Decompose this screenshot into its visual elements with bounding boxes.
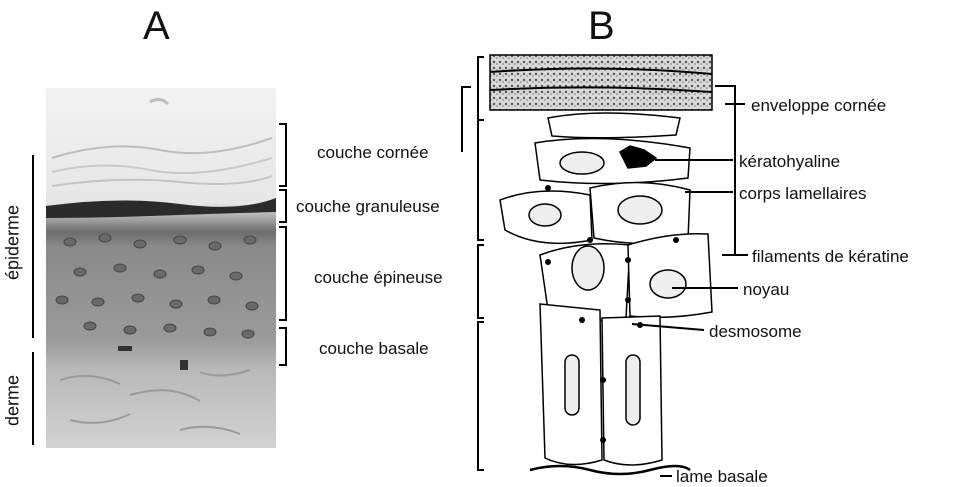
label-derme: derme [3,366,24,436]
label-couche-epineuse: couche épineuse [314,268,443,288]
label-lame-basale: lame basale [676,467,768,487]
label-corps-lamellaires: corps lamellaires [739,184,867,204]
label-couche-cornee: couche cornée [317,143,429,163]
label-couche-basale: couche basale [319,339,429,359]
label-filaments-keratine: filaments de kératine [752,247,909,267]
histology-image [46,88,276,448]
label-desmosome: desmosome [709,322,802,342]
label-epiderme: épiderme [3,203,24,283]
label-couche-granuleuse: couche granuleuse [296,197,440,217]
label-enveloppe-cornee: enveloppe cornée [751,96,886,116]
label-noyau: noyau [743,280,789,300]
cell-schematic [490,55,712,474]
layer-brackets-b [462,57,484,470]
label-keratohyaline: kératohyaline [739,152,840,172]
layer-brackets-a [279,124,286,365]
